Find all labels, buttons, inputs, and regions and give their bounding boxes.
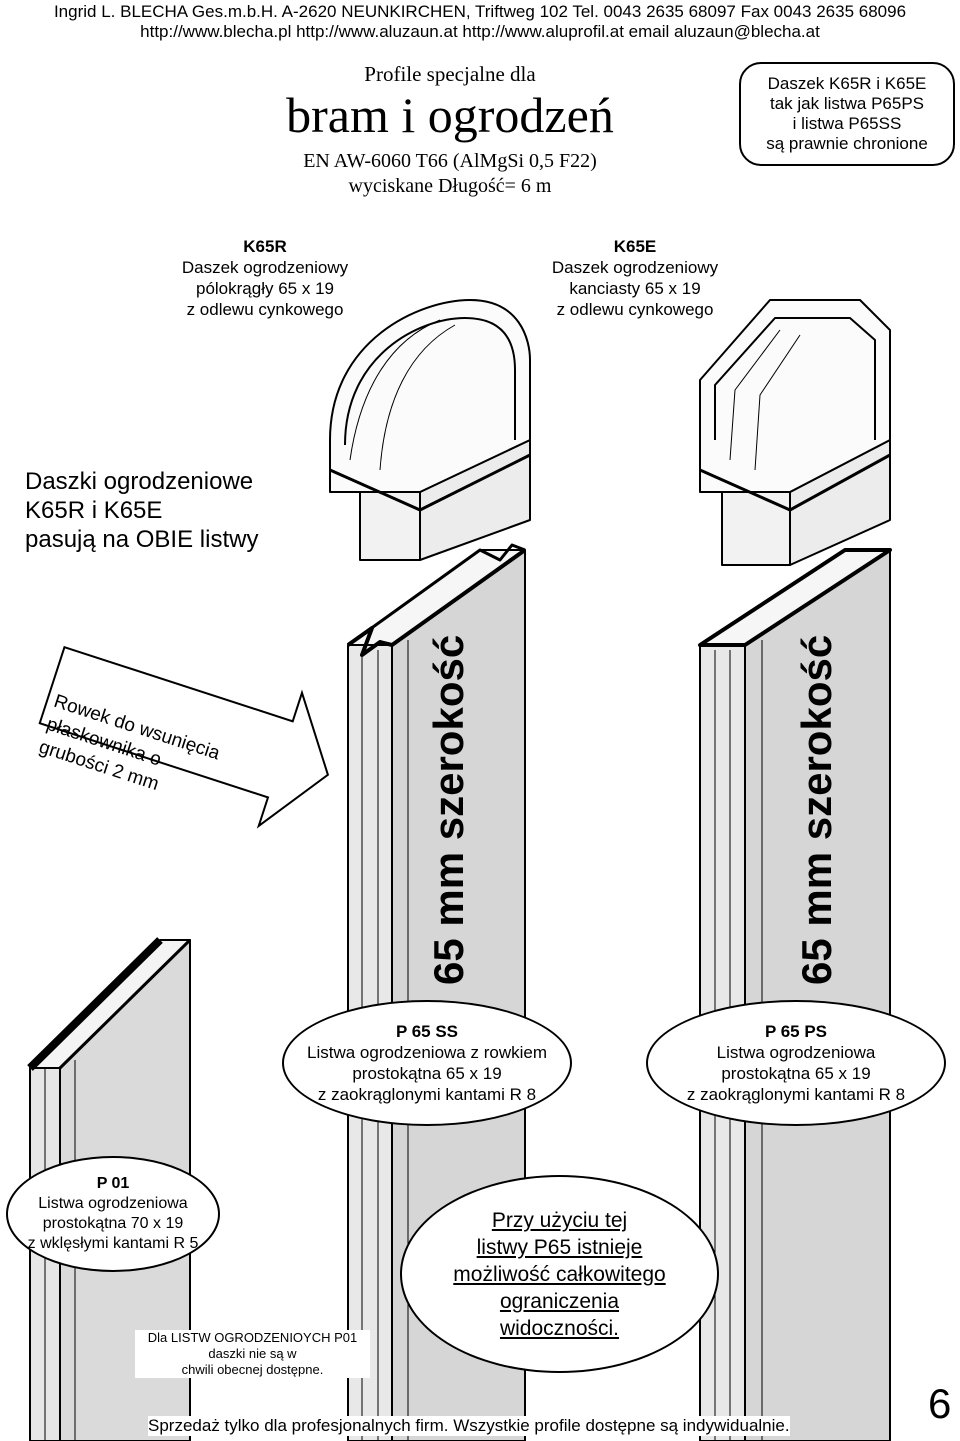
k65r-code: K65R bbox=[243, 237, 287, 256]
k65r-cap bbox=[329, 299, 531, 561]
visibility-line: Przy użyciu tej bbox=[491, 1208, 628, 1232]
visibility-note-oval: Przy użyciu tej listwy P65 istnieje możl… bbox=[400, 1175, 719, 1373]
k65r-line: pólokrągły 65 x 19 bbox=[196, 279, 334, 298]
p65ps-line: z zaokrąglonymi kantami R 8 bbox=[686, 1085, 906, 1104]
p01-code: P 01 bbox=[96, 1175, 130, 1192]
footer-note: Sprzedaż tylko dla profesjonalnych firm.… bbox=[148, 1416, 790, 1436]
company-web-line: http://www.blecha.pl http://www.aluzaun.… bbox=[140, 22, 820, 41]
legal-line: są prawnie chronione bbox=[766, 134, 928, 153]
k65e-code: K65E bbox=[613, 237, 657, 256]
k65r-line: z odlewu cynkowego bbox=[186, 300, 344, 319]
k65e-line: kanciasty 65 x 19 bbox=[569, 279, 701, 298]
p65ps-label-oval: P 65 PS Listwa ogrodzeniowa prostokątna … bbox=[646, 1000, 946, 1126]
p65ps-width-label: 65 mm szerokość bbox=[793, 634, 840, 985]
p65ps-code: P 65 PS bbox=[764, 1022, 828, 1041]
k65e-line: z odlewu cynkowego bbox=[556, 300, 714, 319]
visibility-line: listwy P65 istnieje bbox=[476, 1235, 643, 1259]
visibility-line: możliwość całkowitego bbox=[453, 1262, 666, 1286]
fit-line: Daszki ogrodzeniowe bbox=[25, 468, 254, 495]
p65ps-line: prostokątna 65 x 19 bbox=[721, 1064, 871, 1083]
company-address-line: Ingrid L. BLECHA Ges.m.b.H. A-2620 NEUNK… bbox=[53, 2, 907, 21]
p01-label-oval: P 01 Listwa ogrodzeniowa prostokątna 70 … bbox=[6, 1156, 220, 1272]
p65ps-line: Listwa ogrodzeniowa bbox=[716, 1043, 876, 1062]
page-number: 6 bbox=[928, 1380, 952, 1427]
p65ss-label-oval: P 65 SS Listwa ogrodzeniowa z rowkiem pr… bbox=[282, 1000, 572, 1126]
legal-line: i listwa P65SS bbox=[792, 114, 902, 133]
k65e-cap bbox=[699, 299, 891, 566]
p65ss-line: prostokątna 65 x 19 bbox=[352, 1064, 502, 1083]
fit-line: pasują na OBIE listwy bbox=[25, 526, 259, 553]
visibility-line: ograniczenia bbox=[499, 1289, 620, 1313]
material-spec: EN AW-6060 T66 (AlMgSi 0,5 F22) bbox=[303, 150, 597, 172]
k65r-line: Daszek ogrodzeniowy bbox=[181, 258, 349, 277]
legal-line: Daszek K65R i K65E bbox=[767, 74, 927, 93]
p01-note-line: Dla LISTW OGRODZENIOYCH P01 bbox=[147, 1330, 358, 1345]
legal-line: tak jak listwa P65PS bbox=[769, 94, 924, 113]
k65e-caption: K65E Daszek ogrodzeniowy kanciasty 65 x … bbox=[520, 236, 750, 320]
title-pre: Profile specjalne dla bbox=[364, 62, 536, 86]
length-spec: wyciskane Długość= 6 m bbox=[348, 175, 552, 197]
p01-note-line: daszki nie są w bbox=[208, 1346, 297, 1361]
p01-line: z wklęsłymi kantami R 5 bbox=[27, 1235, 199, 1252]
p65ss-line: z zaokrąglonymi kantami R 8 bbox=[317, 1085, 537, 1104]
p65ss-code: P 65 SS bbox=[395, 1022, 459, 1041]
p01-line: Listwa ogrodzeniowa bbox=[38, 1195, 188, 1212]
p01-availability-note: Dla LISTW OGRODZENIOYCH P01 daszki nie s… bbox=[135, 1330, 370, 1378]
page-title: bram i ogrodzeń bbox=[286, 87, 614, 143]
p01-line: prostokątna 70 x 19 bbox=[42, 1215, 184, 1232]
visibility-line: widoczności. bbox=[499, 1316, 620, 1340]
groove-arrow bbox=[38, 645, 330, 829]
k65r-caption: K65R Daszek ogrodzeniowy pólokrągły 65 x… bbox=[150, 236, 380, 320]
p01-note-line: chwili obecnej dostępne. bbox=[181, 1362, 324, 1377]
p65ss-width-label: 65 mm szerokość bbox=[425, 634, 472, 985]
p65ss-line: Listwa ogrodzeniowa z rowkiem bbox=[307, 1043, 547, 1062]
legal-protection-box: Daszek K65R i K65E tak jak listwa P65PS … bbox=[739, 62, 955, 166]
cap-fit-note: Daszki ogrodzeniowe K65R i K65E pasują n… bbox=[25, 467, 258, 554]
k65e-line: Daszek ogrodzeniowy bbox=[551, 258, 719, 277]
fit-line: K65R i K65E bbox=[25, 497, 163, 524]
